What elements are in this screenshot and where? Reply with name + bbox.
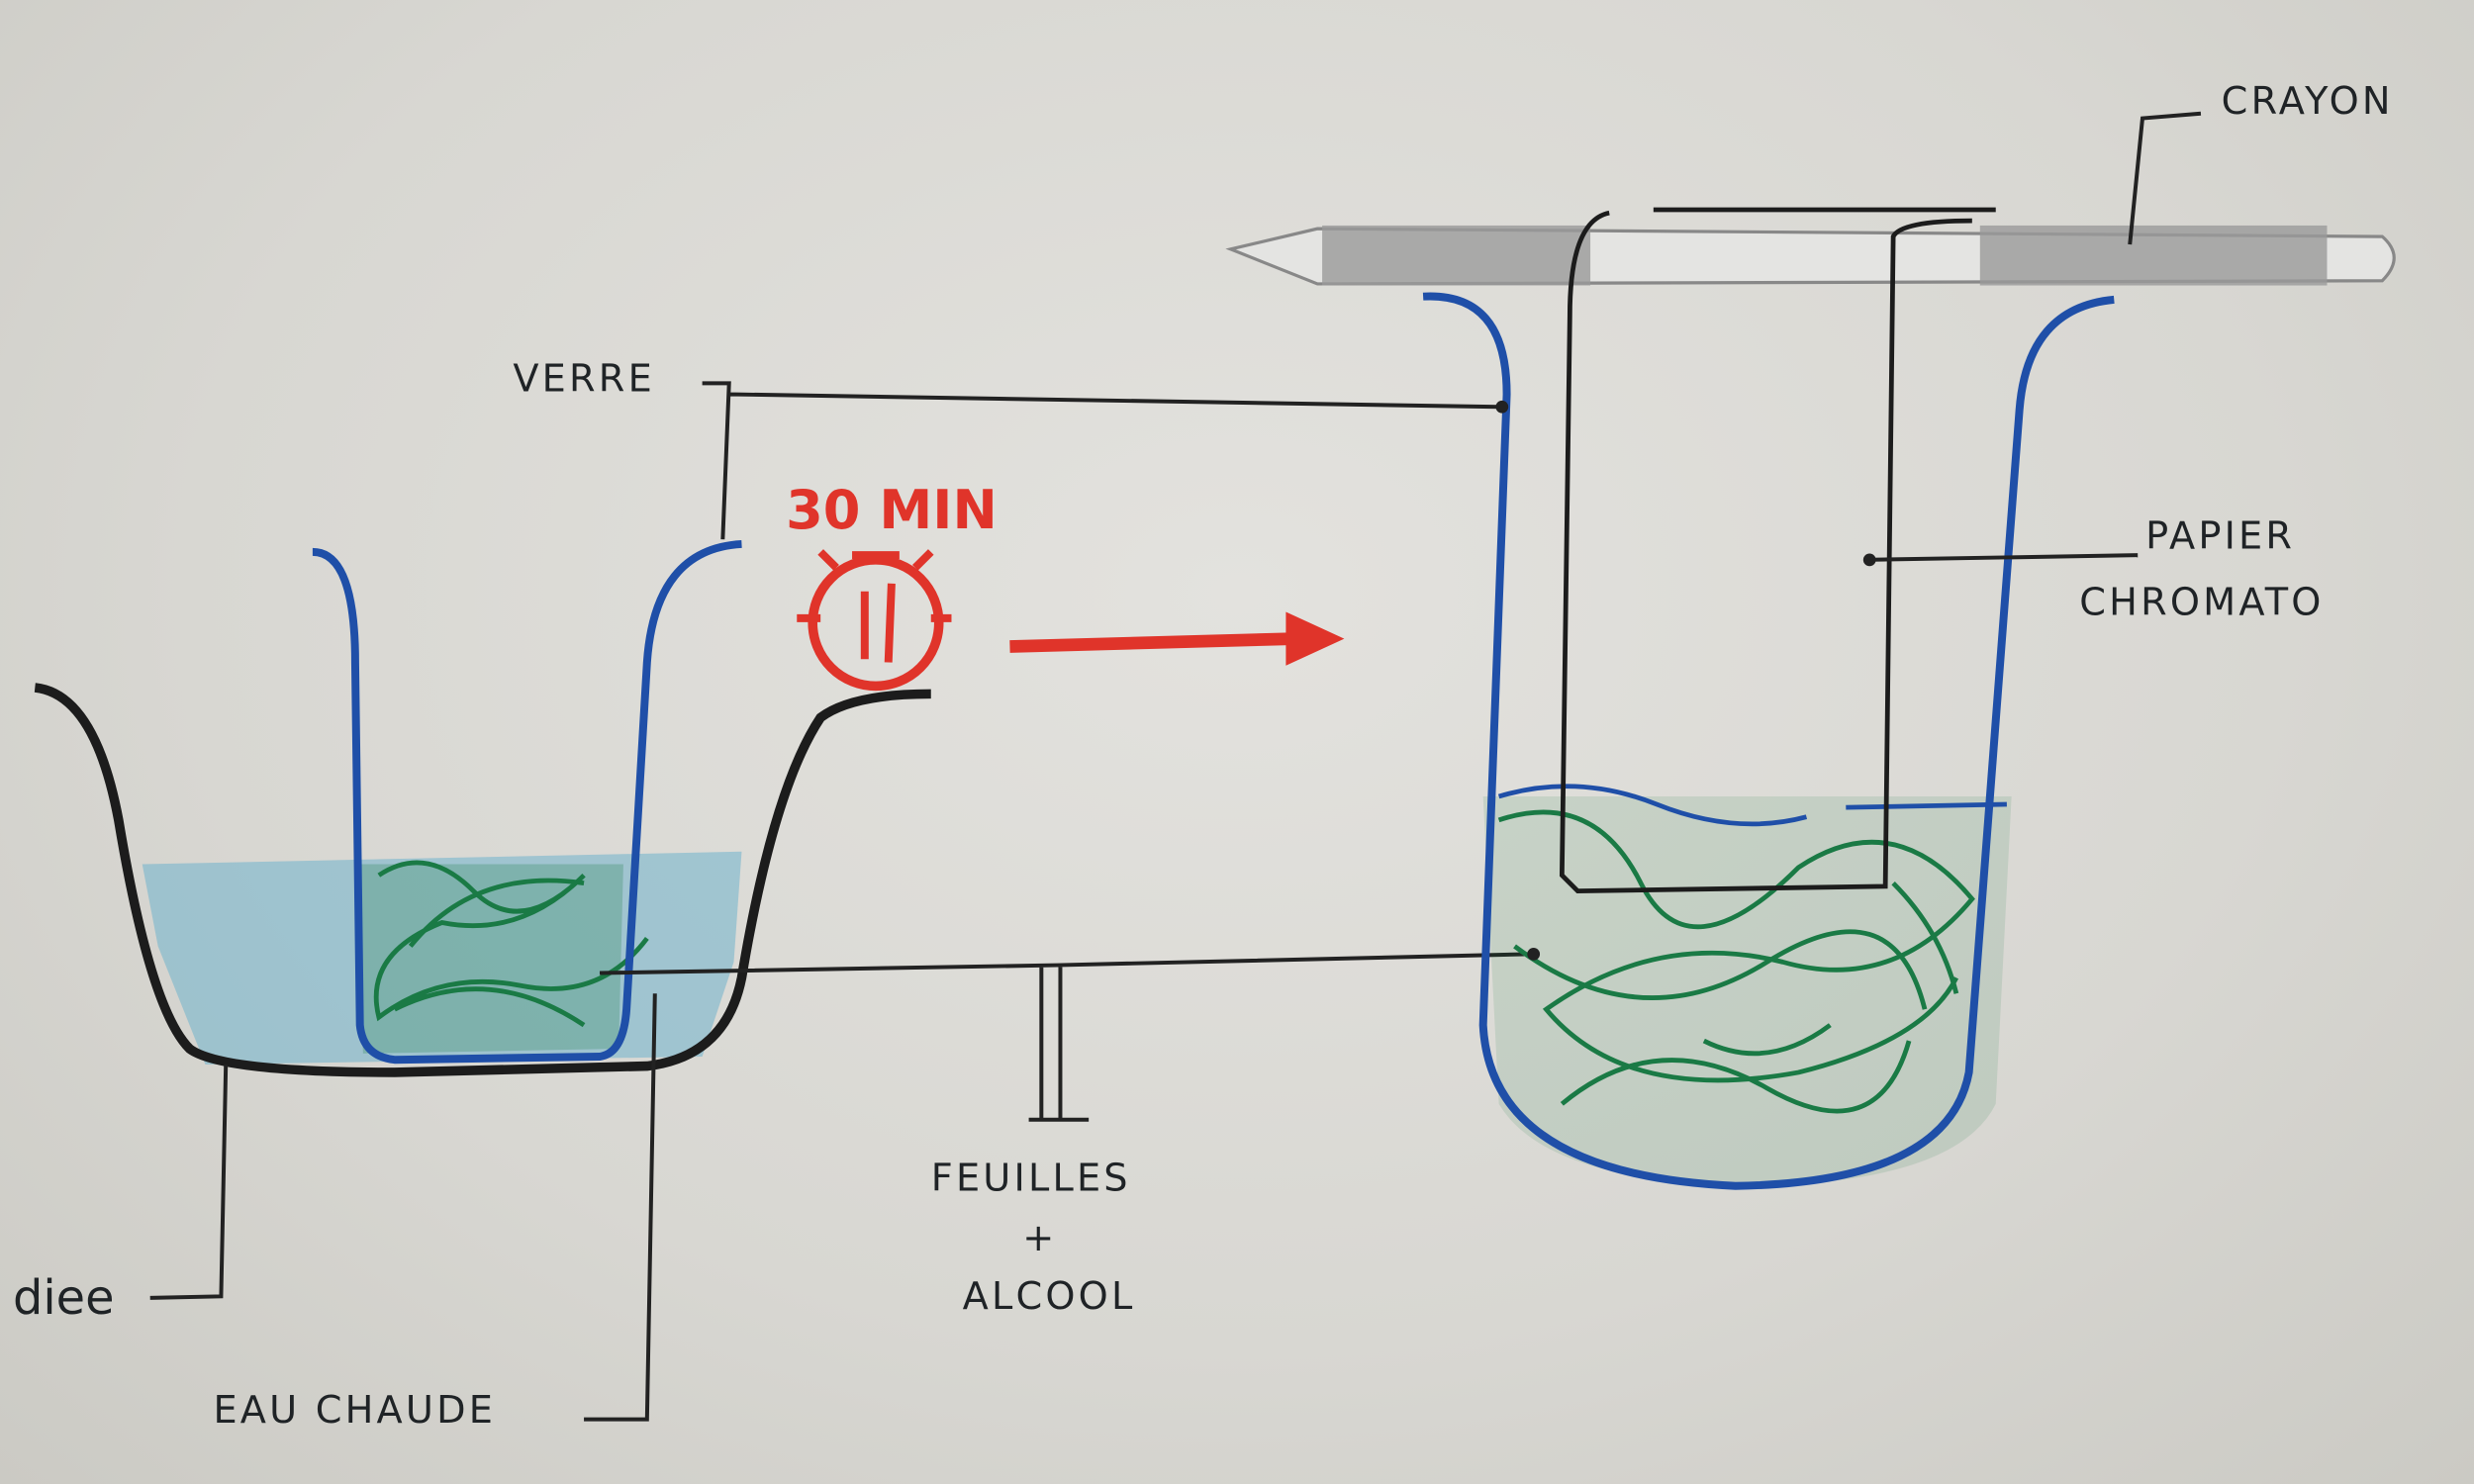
- label-verre: VERRE: [513, 356, 655, 401]
- pot-outline: [34, 683, 931, 1077]
- glass-left: [312, 539, 742, 1065]
- glass-right: [1422, 207, 2115, 1190]
- label-eau-chaude: EAU CHAUDE: [213, 1388, 496, 1433]
- leaves-scribble: [373, 860, 649, 1028]
- arrow-head-icon: [1285, 611, 1345, 666]
- timer-icon: [797, 549, 952, 692]
- arrow: [1009, 632, 1294, 653]
- label-feuilles: FEUILLES: [931, 1157, 1131, 1201]
- label-crayon: CRAYON: [2222, 79, 2394, 124]
- label-plus: +: [1022, 1216, 1057, 1260]
- hot-water-bath: [34, 683, 931, 1077]
- label-time: 30 MIN: [786, 479, 998, 541]
- label-pot: diee: [13, 1271, 114, 1326]
- pencil: [1225, 225, 2396, 286]
- label-alcool: ALCOOL: [963, 1274, 1136, 1319]
- label-chromato: CHROMATO: [2079, 581, 2324, 625]
- label-papier: PAPIER: [2145, 514, 2295, 559]
- leaves-scribble-right: [1497, 809, 1975, 1114]
- chromatography-paper: [1559, 207, 1996, 894]
